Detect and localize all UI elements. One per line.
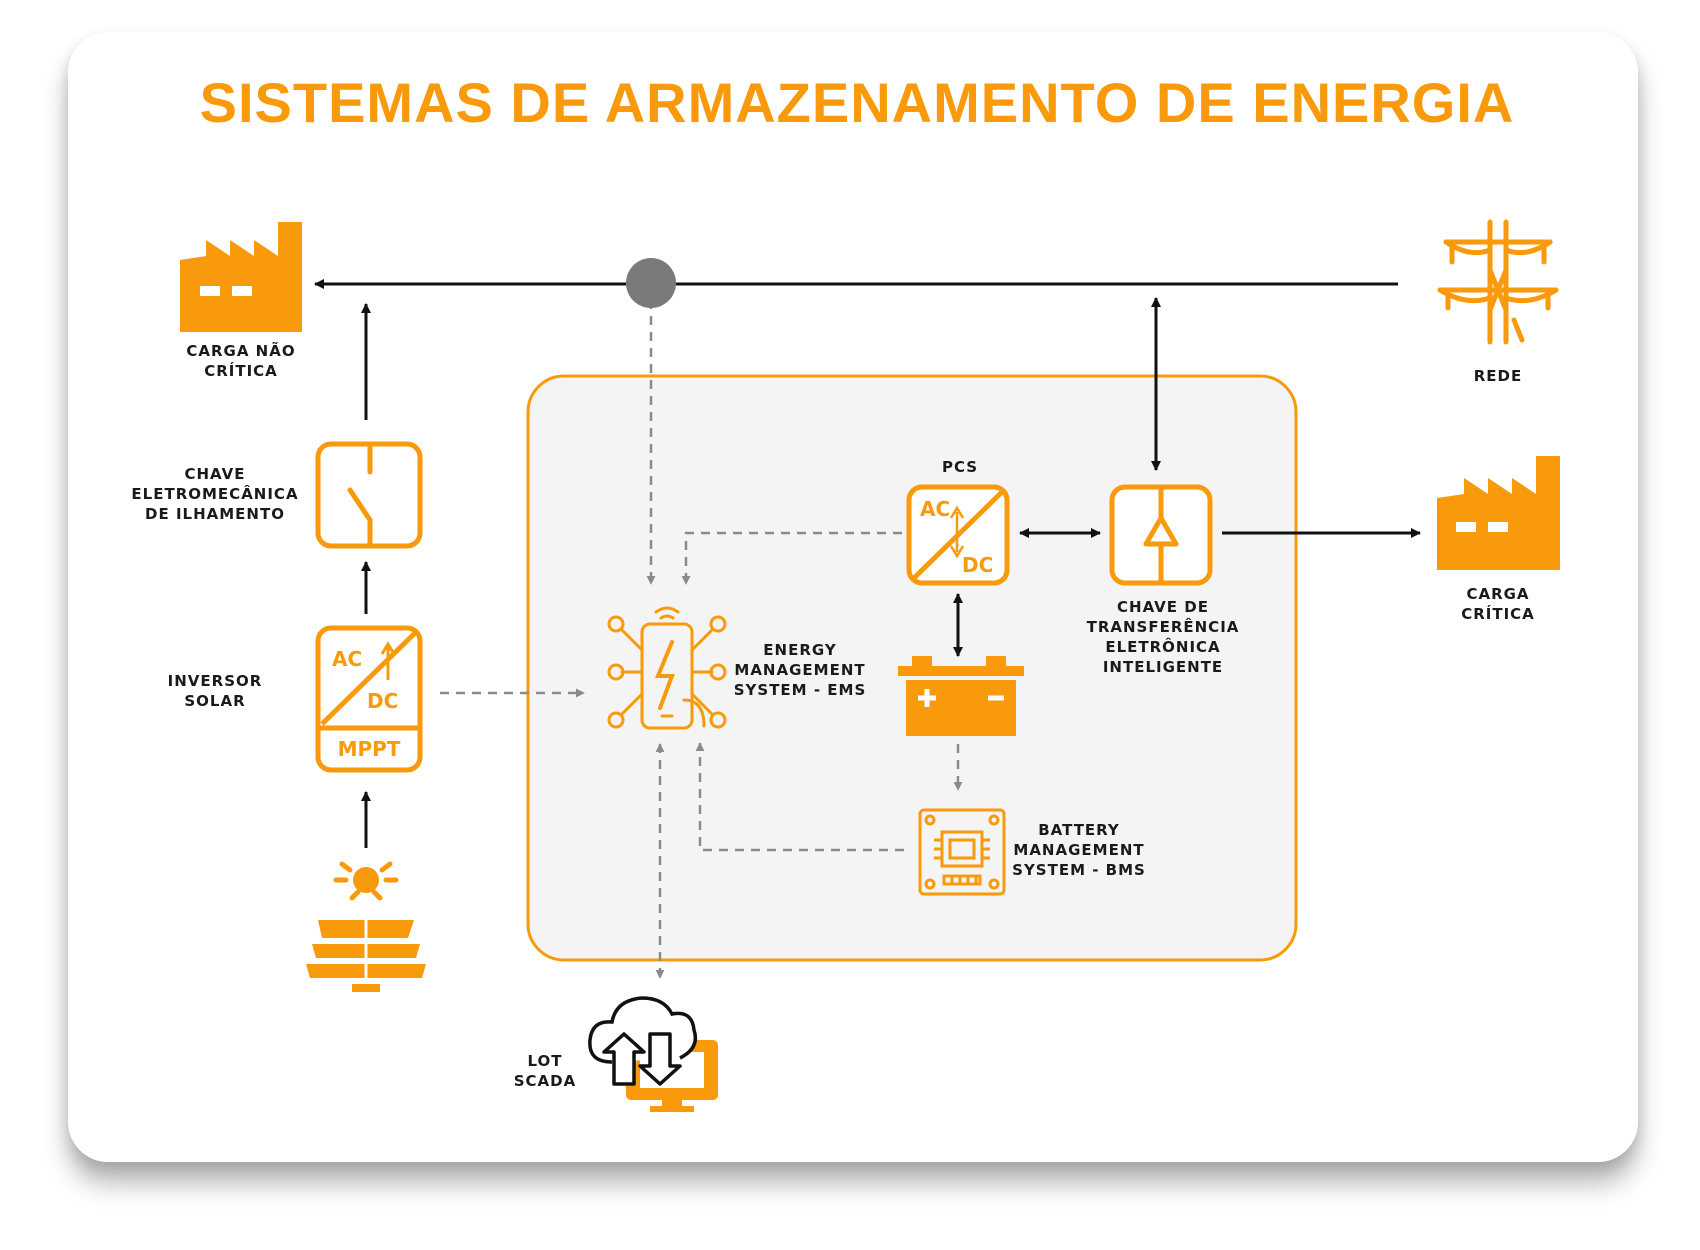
bus-junction-node (626, 258, 676, 308)
carga-critica-label: CARGA CRÍTICA (1461, 585, 1535, 623)
svg-text:REDE: REDE (1474, 367, 1523, 385)
dash-bms-to-ems (695, 742, 904, 852)
carga-nao-critica-label: CARGA NÃO CRÍTICA (186, 341, 295, 380)
svg-text:CRÍTICA: CRÍTICA (1461, 604, 1535, 623)
svg-text:MANAGEMENT: MANAGEMENT (1013, 841, 1144, 859)
svg-text:INTELIGENTE: INTELIGENTE (1103, 658, 1223, 676)
svg-text:ELETRÔNICA: ELETRÔNICA (1105, 637, 1220, 656)
svg-text:CHAVE: CHAVE (184, 465, 245, 483)
communication-lines (440, 300, 963, 979)
mppt-label: MPPT (338, 737, 401, 761)
scada-label: LOT SCADA (514, 1052, 576, 1090)
svg-text:MANAGEMENT: MANAGEMENT (734, 661, 865, 679)
ac-label: AC (920, 497, 950, 521)
svg-text:PCS: PCS (942, 458, 978, 476)
transfer-switch-icon (1109, 484, 1213, 586)
dash-pcs-to-ems (681, 531, 902, 585)
solar-panel-icon (306, 861, 426, 992)
svg-text:LOT: LOT (527, 1052, 562, 1070)
svg-text:BATTERY: BATTERY (1038, 821, 1120, 839)
chave-eletromecanica-label: CHAVE ELETROMECÂNICA DE ILHAMENTO (131, 465, 298, 523)
svg-text:SCADA: SCADA (514, 1072, 576, 1090)
inverter-icon: AC DC MPPT (315, 625, 423, 773)
power-tower-icon (1437, 219, 1559, 345)
svg-text:INVERSOR: INVERSOR (168, 672, 263, 690)
dc-label: DC (962, 553, 993, 577)
cloud-monitor-icon (588, 996, 718, 1112)
factory-icon (1437, 456, 1560, 570)
dc-label: DC (367, 689, 398, 713)
ac-label: AC (332, 647, 362, 671)
inversor-solar-label: INVERSOR SOLAR (168, 672, 263, 710)
battery-icon (898, 656, 1024, 736)
rede-label: REDE (1474, 367, 1523, 385)
svg-text:CRÍTICA: CRÍTICA (204, 361, 278, 380)
chave-transferencia-label: CHAVE DE TRANSFERÊNCIA ELETRÔNICA INTELI… (1087, 598, 1240, 676)
svg-text:SYSTEM - BMS: SYSTEM - BMS (1012, 861, 1146, 879)
ems-label: ENERGY MANAGEMENT SYSTEM - EMS (734, 641, 867, 699)
bms-label: BATTERY MANAGEMENT SYSTEM - BMS (1012, 821, 1146, 879)
factory-icon (180, 222, 302, 332)
switch-icon (315, 441, 423, 549)
page-title: SISTEMAS DE ARMAZENAMENTO DE ENERGIA (200, 71, 1515, 134)
svg-text:CARGA: CARGA (1466, 585, 1529, 603)
svg-text:SYSTEM - EMS: SYSTEM - EMS (734, 681, 867, 699)
chip-board-icon (918, 808, 1006, 896)
svg-text:ELETROMECÂNICA: ELETROMECÂNICA (131, 484, 298, 503)
energy-management-icon (607, 606, 727, 730)
pcs-label: PCS (942, 458, 978, 476)
svg-text:CARGA NÃO: CARGA NÃO (186, 341, 295, 360)
svg-text:DE ILHAMENTO: DE ILHAMENTO (145, 505, 285, 523)
converter-icon: AC DC (906, 484, 1010, 586)
svg-text:CHAVE DE: CHAVE DE (1117, 598, 1209, 616)
power-connections (313, 278, 1422, 848)
svg-text:ENERGY: ENERGY (763, 641, 837, 659)
svg-text:TRANSFERÊNCIA: TRANSFERÊNCIA (1087, 617, 1240, 636)
svg-text:SOLAR: SOLAR (184, 692, 245, 710)
